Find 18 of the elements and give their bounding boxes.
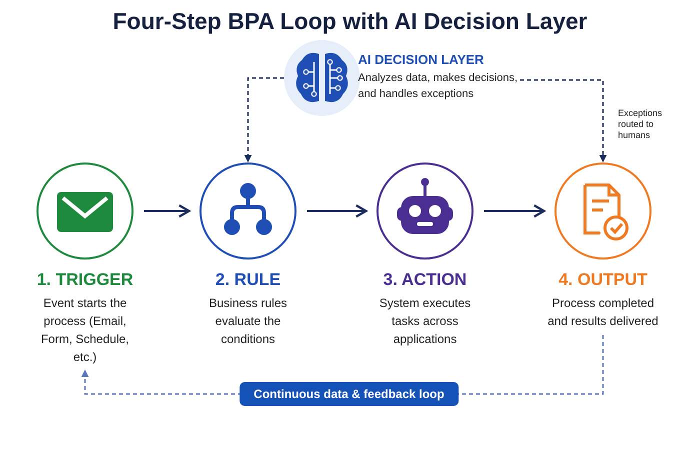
step-description: Analyzes data, makes decisions, and handles exceptions bbox=[358, 71, 519, 102]
step-description: System executes tasks across applications bbox=[378, 295, 472, 348]
step-description: Business rules evaluate the conditions bbox=[208, 295, 288, 348]
loop-label: Continuous data & feedback loop bbox=[240, 382, 458, 406]
step-heading: AI DECISION LAYER bbox=[358, 52, 484, 67]
step-description: Process completed and results delivered bbox=[546, 295, 660, 330]
arrow bbox=[144, 204, 190, 218]
edge-label: Exceptions routed to humans bbox=[618, 108, 664, 141]
step-heading: 4. OUTPUT bbox=[558, 270, 648, 290]
title: Four-Step BPA Loop with AI Decision Layer bbox=[112, 8, 588, 35]
arrow bbox=[520, 79, 607, 162]
step-heading: 1. TRIGGER bbox=[36, 270, 134, 290]
arrow bbox=[307, 204, 368, 218]
arrow bbox=[484, 204, 546, 218]
step-heading: 3. ACTION bbox=[383, 270, 467, 290]
step-description: Event starts the process (Email, Form, Schedule, etc.) bbox=[40, 295, 130, 366]
arrow bbox=[244, 77, 284, 162]
step-heading: 2. RULE bbox=[215, 270, 281, 290]
